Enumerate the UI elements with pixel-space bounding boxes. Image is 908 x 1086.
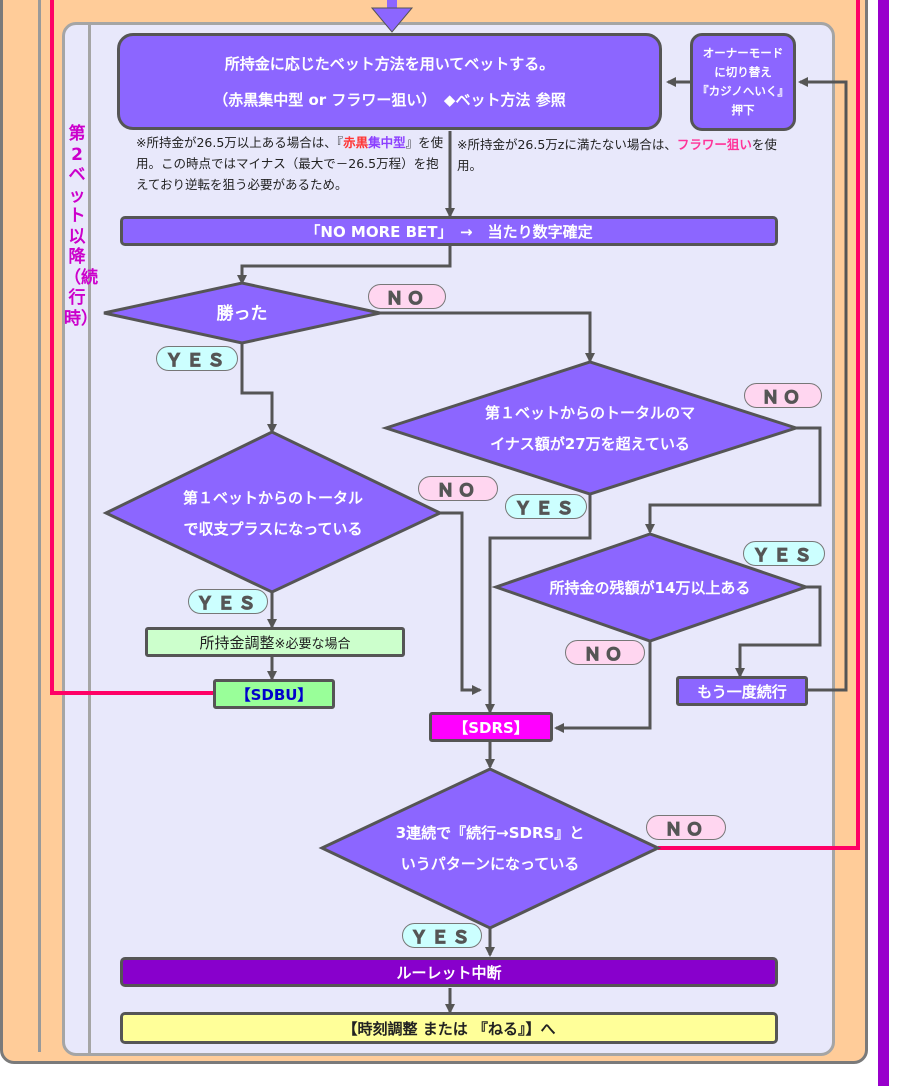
sdrs-box[interactable]: 【SDRS】 — [429, 712, 553, 742]
decision-minus-label: 第１ベットからのトータルのマ イナス額が27万を超えている — [440, 398, 740, 460]
note-right-pink: フラワー狙い — [676, 137, 752, 152]
decision-streak-line1: 3連続で『続行→SDRS』と — [395, 824, 585, 842]
won-yes-badge: ＹＥＳ — [156, 346, 238, 372]
won-yes-arrow — [240, 343, 277, 434]
stop-roulette-bar[interactable]: ルーレット中断 — [120, 957, 778, 987]
decision-streak-label: 3連続で『続行→SDRS』と いうパターンになっている — [360, 818, 620, 880]
section-label: 第2ベット以降（続行時） — [64, 124, 98, 329]
won-no-arrow — [380, 311, 595, 363]
decision-profit-shape — [102, 430, 444, 594]
time-adjust-bar[interactable]: 【時刻調整 または 『ねる』】へ — [120, 1012, 778, 1044]
decision-minus-line1: 第１ベットからのトータルのマ — [484, 404, 695, 422]
money-adjust-box[interactable]: 所持金調整 ※必要な場合 — [145, 627, 405, 657]
won-no-badge: ＮＯ — [368, 284, 446, 310]
money-adjust-label: 所持金調整 — [199, 633, 275, 652]
note-right: ※所持金が26.5万zに満たない場合は、フラワー狙いを使用。 — [457, 134, 777, 176]
owner-mode-line3: 『カジノへいく』 — [697, 84, 789, 98]
decision-minus-shape — [381, 360, 801, 496]
balance-yes-arrow — [735, 585, 822, 678]
profit-no-badge: ＮＯ — [418, 476, 498, 502]
minus-yes-arrow — [485, 493, 592, 714]
sdbu-loop-line — [50, 0, 213, 695]
decision-won-label: 勝った — [216, 303, 268, 324]
decision-minus-line2: イナス額が27万を超えている — [490, 435, 690, 453]
bet-method-box[interactable]: 所持金に応じたベット方法を用いてベットする。 （赤黒集中型 or フラワー狙い）… — [117, 33, 662, 130]
streak-no-badge: ＮＯ — [646, 815, 726, 841]
profit-yes-badge: ＹＥＳ — [188, 589, 268, 615]
note-right-text1: ※所持金が26.5万zに満たない場合は、 — [457, 137, 677, 152]
profit-no-arrow — [440, 511, 482, 695]
sdbu-box[interactable]: 【SDBU】 — [213, 679, 335, 709]
bet-method-line2: （赤黒集中型 or フラワー狙い） ◆ベット方法 参照 — [213, 90, 566, 109]
balance-no-arrow — [554, 641, 652, 733]
decision-profit-label: 第１ベットからのトータル で収支プラスになっている — [140, 483, 406, 545]
entry-arrowhead — [370, 7, 414, 33]
decision-profit-line1: 第１ベットからのトータル — [182, 489, 363, 507]
outer-left-divider — [38, 0, 41, 1052]
minus-no-badge: ＮＯ — [744, 383, 822, 409]
note-left-violet: 集中型 — [368, 135, 406, 150]
decision-streak-shape — [318, 767, 662, 930]
note-right-text2: を使用。 — [457, 137, 777, 173]
note-left-text1: ※所持金が26.5万以上ある場合は、『 — [136, 135, 344, 150]
owner-mode-line2: に切り替え — [714, 65, 772, 79]
continue-again-box[interactable]: もう一度続行 — [676, 676, 808, 706]
nomorebet-to-won-arrow — [237, 246, 452, 285]
note-left-red: 赤黒 — [343, 135, 369, 150]
decision-streak-line2: いうパターンになっている — [400, 855, 580, 873]
note-left: ※所持金が26.5万以上ある場合は、『赤黒集中型』を使用。この時点ではマイナス（… — [136, 132, 446, 195]
owner-mode-line1: オーナーモード — [702, 46, 784, 60]
owner-mode-line4: 押下 — [731, 103, 755, 117]
inner-left-divider — [88, 24, 91, 1054]
minus-no-arrow — [645, 426, 822, 534]
no-more-bet-bar[interactable]: 「NO MORE BET」 → 当たり数字確定 — [120, 216, 778, 246]
right-accent-bar — [878, 0, 889, 1086]
minus-yes-badge: ＹＥＳ — [505, 494, 587, 520]
decision-won-shape — [103, 281, 381, 345]
streak-yes-badge: ＹＥＳ — [402, 923, 482, 949]
continue-to-owner-arrow — [798, 77, 848, 692]
note-left-text2: 』を使用。この時点ではマイナス（最大で－26.5万程）を抱えており逆転を狙う必要… — [136, 135, 444, 192]
balance-yes-badge: ＹＥＳ — [743, 541, 825, 567]
money-adjust-note: ※必要な場合 — [274, 636, 351, 652]
decision-balance-shape — [491, 532, 811, 643]
streak-no-loop-line — [658, 0, 860, 850]
owner-mode-box[interactable]: オーナーモード に切り替え 『カジノへいく』 押下 — [690, 33, 796, 131]
bet-method-line1: 所持金に応じたベット方法を用いてベットする。 — [224, 54, 555, 73]
balance-no-badge: ＮＯ — [565, 640, 645, 666]
decision-profit-line2: で収支プラスになっている — [183, 520, 363, 538]
decision-balance-label: 所持金の残額が14万以上ある — [549, 579, 751, 597]
